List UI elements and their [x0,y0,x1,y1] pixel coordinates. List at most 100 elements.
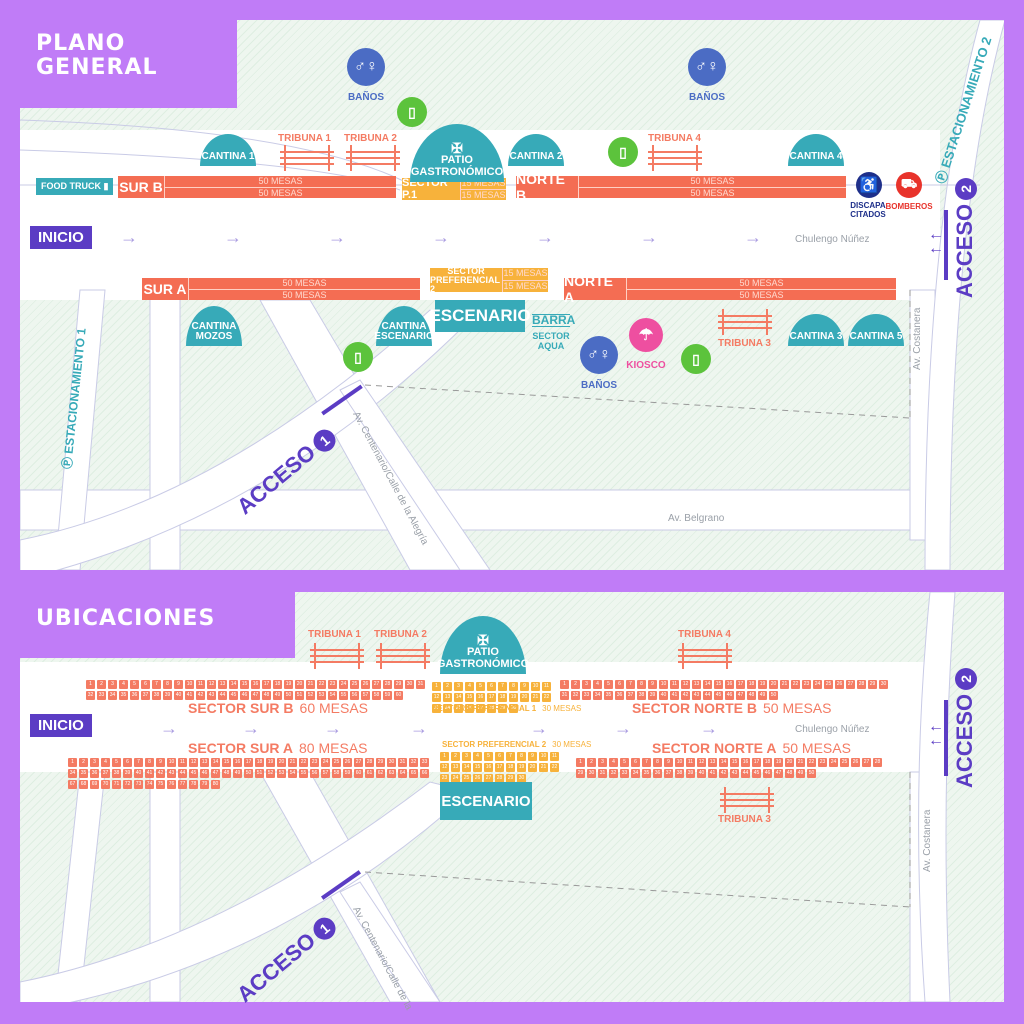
seat-table[interactable]: 5 [620,758,629,767]
seat-table[interactable]: 59 [383,691,392,700]
seat-table[interactable]: 13 [218,680,227,689]
seat-table[interactable]: 40 [697,769,706,778]
seat-table[interactable]: 21 [796,758,805,767]
seat-table[interactable]: 30 [387,758,396,767]
seat-table[interactable]: 23 [310,758,319,767]
seat-table[interactable]: 8 [509,682,518,691]
seat-table[interactable]: 13 [451,763,460,772]
seat-table[interactable]: 27 [354,758,363,767]
tribuna-1-icon[interactable] [280,145,334,171]
seat-table[interactable]: 31 [398,758,407,767]
seat-table[interactable]: 2 [451,752,460,761]
seat-table[interactable]: 25 [454,704,463,713]
seat-table[interactable]: 24 [339,680,348,689]
seat-table[interactable]: 23 [440,774,449,783]
seat-table[interactable]: 4 [473,752,482,761]
seat-table[interactable]: 29 [576,769,585,778]
seat-table[interactable]: 25 [332,758,341,767]
seat-table[interactable]: 28 [383,680,392,689]
seat-table[interactable]: 53 [317,691,326,700]
seat-table[interactable]: 3 [454,682,463,691]
seat-table[interactable]: 29 [506,774,515,783]
seat-table[interactable]: 6 [487,682,496,691]
seat-table[interactable]: 11 [178,758,187,767]
seat-table[interactable]: 46 [763,769,772,778]
seat-table[interactable]: 7 [134,758,143,767]
seat-table[interactable]: 76 [167,780,176,789]
seat-table[interactable]: 57 [361,691,370,700]
seat-table[interactable]: 6 [123,758,132,767]
seat-table[interactable]: 23 [432,704,441,713]
seat-table[interactable]: 35 [642,769,651,778]
seat-table[interactable]: 55 [339,691,348,700]
seat-table[interactable]: 17 [495,763,504,772]
seat-table[interactable]: 61 [365,769,374,778]
seat-table[interactable]: 30 [509,704,518,713]
tribuna-4-icon[interactable] [648,145,702,171]
seat-table[interactable]: 14 [229,680,238,689]
seat-table[interactable]: 44 [218,691,227,700]
seat-table[interactable]: 49 [796,769,805,778]
seat-table[interactable]: 38 [637,691,646,700]
seat-table[interactable]: 10 [659,680,668,689]
seat-table[interactable]: 33 [97,691,106,700]
seat-table[interactable]: 9 [528,752,537,761]
seat-table[interactable]: 58 [332,769,341,778]
fire-truck-icon[interactable]: ⛟ [896,172,922,198]
seat-table[interactable]: 14 [703,680,712,689]
seat-table[interactable]: 1 [560,680,569,689]
seat-table[interactable]: 13 [443,693,452,702]
fire-extinguisher-icon[interactable]: ▯ [608,137,638,167]
seat-table[interactable]: 57 [321,769,330,778]
seat-table[interactable]: 7 [626,680,635,689]
tribuna-4-icon[interactable] [678,643,732,669]
seat-table[interactable]: 41 [185,691,194,700]
seat-table[interactable]: 40 [659,691,668,700]
seat-table[interactable]: 58 [372,691,381,700]
seat-table[interactable]: 32 [571,691,580,700]
seat-table[interactable]: 39 [686,769,695,778]
fire-extinguisher-icon[interactable]: ▯ [681,344,711,374]
seat-table[interactable]: 31 [416,680,425,689]
seat-table[interactable]: 19 [266,758,275,767]
seat-table[interactable]: 16 [233,758,242,767]
seat-table[interactable]: 56 [310,769,319,778]
seat-table[interactable]: 69 [90,780,99,789]
seat-table[interactable]: 16 [251,680,260,689]
seat-table[interactable]: 17 [487,693,496,702]
seat-table[interactable]: 37 [626,691,635,700]
seat-table[interactable]: 17 [244,758,253,767]
seat-table[interactable]: 74 [145,780,154,789]
seat-table[interactable]: 52 [266,769,275,778]
seat-table[interactable]: 11 [670,680,679,689]
seat-table[interactable]: 4 [593,680,602,689]
seat-table[interactable]: 47 [736,691,745,700]
seat-table[interactable]: 15 [473,763,482,772]
seat-table[interactable]: 16 [484,763,493,772]
restroom-icon[interactable]: ♂♀ [347,48,385,86]
seat-table[interactable]: 49 [758,691,767,700]
seat-table[interactable]: 47 [251,691,260,700]
seat-table[interactable]: 19 [758,680,767,689]
seat-table[interactable]: 27 [484,774,493,783]
seat-table[interactable]: 73 [134,780,143,789]
seat-table[interactable]: 67 [68,780,77,789]
seat-table[interactable]: 13 [200,758,209,767]
seat-table[interactable]: 35 [119,691,128,700]
seat-table[interactable]: 5 [112,758,121,767]
seat-table[interactable]: 3 [90,758,99,767]
seat-table[interactable]: 26 [835,680,844,689]
seat-table[interactable]: 34 [68,769,77,778]
seat-table[interactable]: 16 [725,680,734,689]
seat-table[interactable]: 8 [145,758,154,767]
seat-table[interactable]: 27 [476,704,485,713]
tribuna-1-icon[interactable] [310,643,364,669]
seat-table[interactable]: 46 [725,691,734,700]
seat-table[interactable]: 34 [593,691,602,700]
seat-table[interactable]: 75 [156,780,165,789]
seat-table[interactable]: 30 [517,774,526,783]
seat-table[interactable]: 13 [692,680,701,689]
seat-table[interactable]: 45 [189,769,198,778]
seat-table[interactable]: 29 [376,758,385,767]
seat-table[interactable]: 20 [528,763,537,772]
